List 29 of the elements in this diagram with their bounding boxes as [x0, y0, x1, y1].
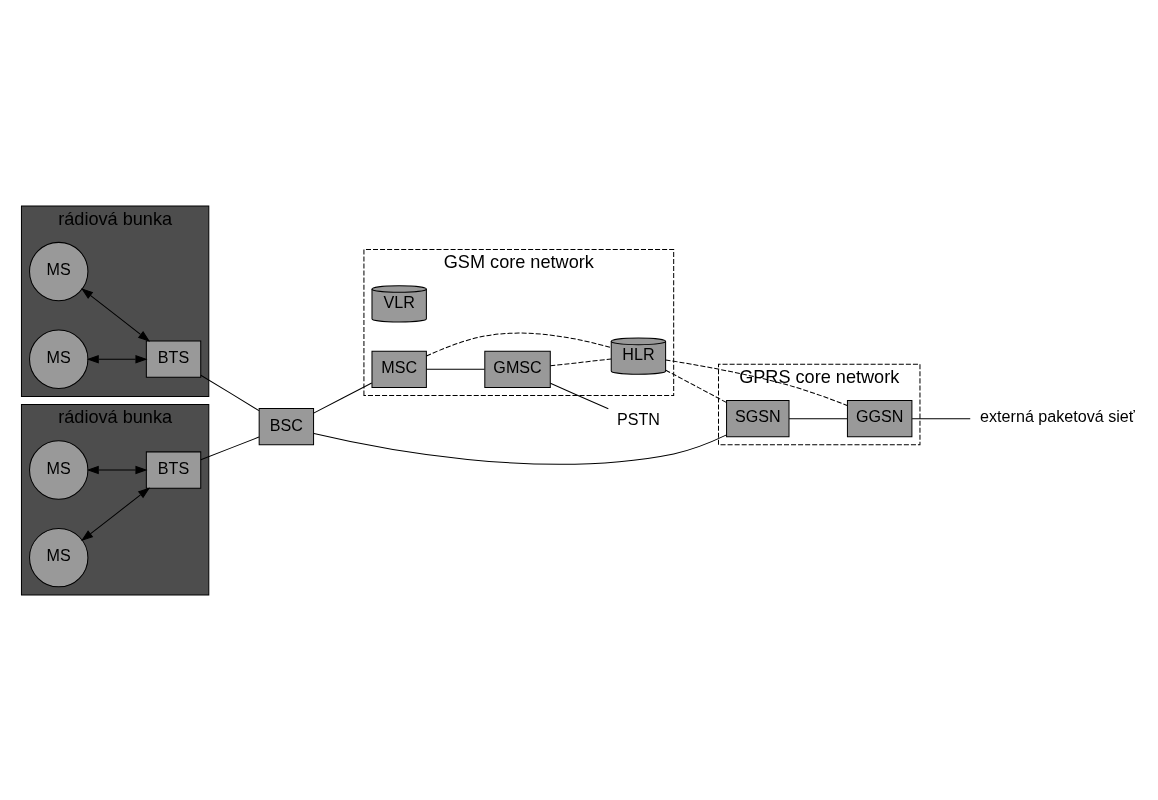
node-circle: MS — [29, 241, 89, 301]
node-box: MSC — [371, 350, 427, 388]
connector — [549, 382, 609, 409]
connector — [200, 374, 260, 411]
connector — [200, 436, 260, 460]
connector — [665, 369, 727, 403]
node-circle: MS — [29, 439, 89, 500]
connector — [911, 417, 971, 419]
node-box: GGSN — [846, 399, 913, 437]
node-box: SGSN — [726, 399, 790, 437]
connector — [313, 432, 728, 465]
node-text: externá paketová sieť — [980, 406, 1135, 425]
connector — [549, 358, 612, 366]
arrow — [81, 486, 151, 541]
node-circle: MS — [29, 329, 89, 389]
connector — [426, 368, 485, 370]
node-box: GMSC — [484, 350, 551, 388]
connector — [788, 417, 848, 419]
node-box: BTS — [145, 340, 202, 378]
arrow — [81, 287, 151, 342]
connector — [425, 332, 612, 356]
arrow — [86, 354, 148, 363]
node-circle: MS — [29, 527, 89, 587]
node-text: PSTN — [616, 409, 660, 428]
connector — [313, 381, 373, 414]
node-box: BSC — [258, 407, 315, 445]
arrow — [86, 465, 148, 474]
connector — [665, 358, 848, 406]
node-box: BTS — [145, 450, 202, 489]
